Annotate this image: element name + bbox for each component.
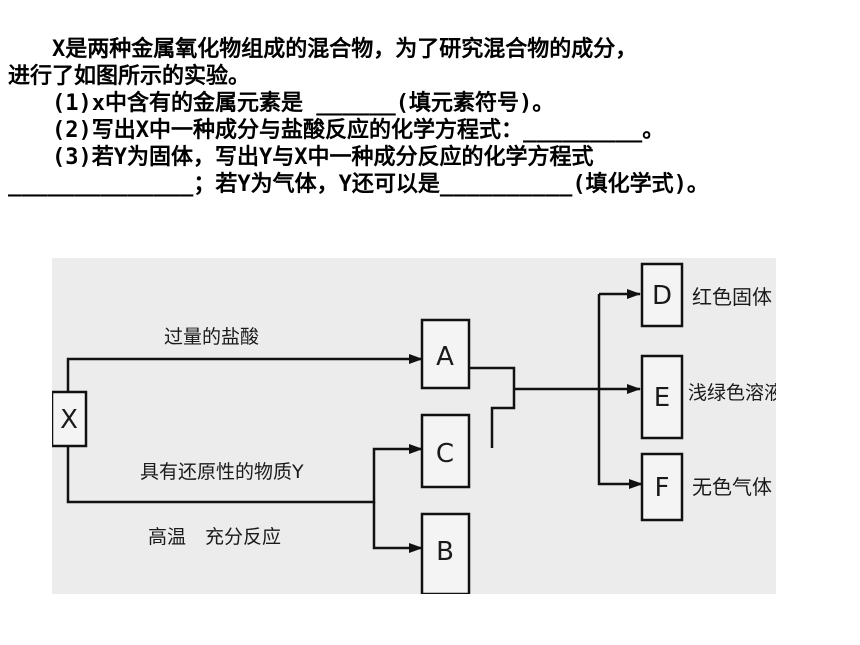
node-f: F — [640, 452, 684, 522]
desc-red-solid: 红色固体 — [692, 285, 772, 309]
node-e: E — [640, 354, 684, 440]
label-high-temp-condition: 高温 充分反应 — [148, 526, 281, 548]
node-x-label: X — [60, 405, 78, 435]
label-excess-hcl: 过量的盐酸 — [164, 326, 259, 348]
flow-connectors — [66, 289, 643, 553]
label-reducing-agent-y: 具有还原性的物质Y — [140, 461, 304, 483]
question-part3-line1: (3)若Y为固体，写出Y与X中一种成分反应的化学方程式 — [52, 145, 594, 170]
question-intro-line1: X是两种金属氧化物组成的混合物，为了研究混合物的成分， — [52, 37, 638, 62]
node-f-label: F — [655, 473, 670, 503]
question-part1: (1)x中含有的金属元素是 ______(填元素符号)。 — [52, 91, 555, 116]
node-a-label: A — [436, 342, 454, 372]
desc-pale-green-solution: 浅绿色溶液 — [688, 382, 776, 404]
node-c: C — [420, 413, 471, 489]
node-c-label: C — [436, 439, 454, 469]
question-part3-line2: ______________；若Y为气体，Y还可以是__________(填化学… — [8, 172, 709, 197]
node-b: B — [420, 512, 471, 594]
node-b-label: B — [436, 537, 454, 567]
question-text: X是两种金属氧化物组成的混合物，为了研究混合物的成分， 进行了如图所示的实验。 … — [8, 36, 856, 198]
question-intro-line2: 进行了如图所示的实验。 — [8, 64, 251, 89]
node-e-label: E — [654, 383, 670, 413]
node-d-label: D — [652, 281, 672, 311]
node-d: D — [640, 262, 684, 328]
question-part2: (2)写出X中一种成分与盐酸反应的化学方程式：_________。 — [52, 118, 665, 143]
desc-colorless-gas: 无色气体 — [692, 475, 772, 499]
node-x: X — [52, 390, 88, 448]
node-a: A — [420, 318, 471, 390]
experiment-flow-diagram: X A C B D E F 过量的盐酸 具有还原性的物质Y 高温 充分反应 — [52, 258, 776, 594]
